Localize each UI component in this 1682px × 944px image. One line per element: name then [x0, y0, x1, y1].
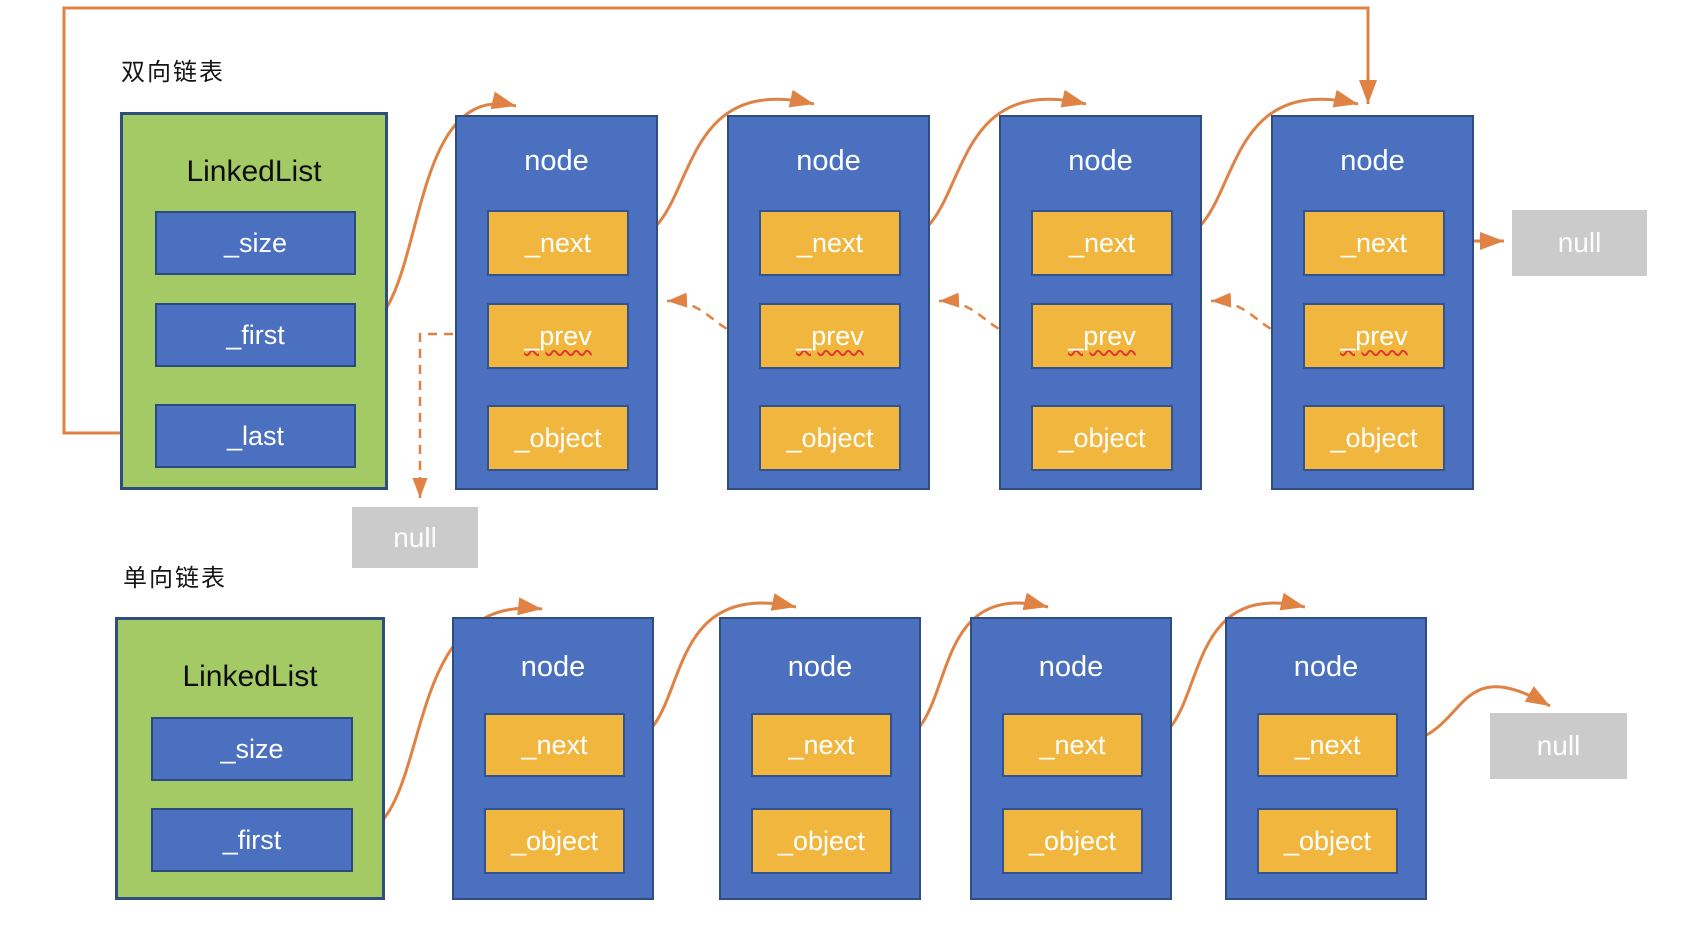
- field-object-label: _object: [1058, 422, 1146, 453]
- node-title: node: [1293, 651, 1359, 683]
- linkedlist-class-box: LinkedList _size _first: [115, 617, 385, 900]
- linkedlist-title: LinkedList: [182, 660, 318, 693]
- field-last: _last: [155, 404, 356, 468]
- field-next: _next: [759, 210, 901, 276]
- field-prev-label: _prev: [524, 320, 592, 351]
- field-next-label: _next: [524, 227, 592, 258]
- field-prev: _prev: [487, 303, 629, 369]
- field-object: _object: [1257, 808, 1398, 874]
- linkedlist-class-box: LinkedList _size _first _last: [120, 112, 388, 490]
- node-title: node: [524, 145, 589, 177]
- field-next: _next: [1031, 210, 1173, 276]
- field-object-label: _object: [786, 422, 874, 453]
- doubly-list-label: 双向链表: [121, 59, 225, 86]
- node-box: node _next _prev _object: [1271, 115, 1474, 490]
- null-box-prev: null: [352, 507, 478, 568]
- node-box: node _next _object: [719, 617, 921, 900]
- null-box-next: null: [1512, 210, 1647, 276]
- field-object-label: _object: [777, 825, 866, 856]
- field-object-label: _object: [514, 422, 602, 453]
- field-next-label: _next: [1039, 729, 1106, 760]
- field-prev: _prev: [1303, 303, 1445, 369]
- field-next-label: _next: [788, 729, 855, 760]
- field-prev-label: _prev: [796, 320, 864, 351]
- field-object: _object: [487, 405, 629, 471]
- field-first: _first: [151, 808, 353, 872]
- field-next-label: _next: [1294, 729, 1361, 760]
- field-next-label: _next: [1340, 227, 1408, 258]
- node-box: node _next _prev _object: [455, 115, 658, 490]
- node-title: node: [787, 651, 853, 683]
- field-first: _first: [155, 303, 356, 367]
- field-object-label: _object: [1283, 825, 1372, 856]
- field-object: _object: [1303, 405, 1445, 471]
- field-prev: _prev: [759, 303, 901, 369]
- field-object: _object: [1031, 405, 1173, 471]
- field-next: _next: [487, 210, 629, 276]
- node-title: node: [1068, 145, 1133, 177]
- node-box: node _next _object: [452, 617, 654, 900]
- field-object: _object: [751, 808, 892, 874]
- field-prev-label: _prev: [1068, 320, 1136, 351]
- node-title: node: [796, 145, 861, 177]
- field-size: _size: [151, 717, 353, 781]
- field-object-label: _object: [1028, 825, 1117, 856]
- node-title: node: [1340, 145, 1405, 177]
- field-object: _object: [484, 808, 625, 874]
- null-box-next: null: [1490, 713, 1627, 779]
- field-next-label: _next: [796, 227, 864, 258]
- field-object-label: _object: [510, 825, 599, 856]
- field-prev: _prev: [1031, 303, 1173, 369]
- node-box: node _next _object: [970, 617, 1172, 900]
- field-next: _next: [1257, 713, 1398, 777]
- field-next-label: _next: [521, 729, 588, 760]
- field-size: _size: [155, 211, 356, 275]
- field-next-label: _next: [1068, 227, 1136, 258]
- field-next: _next: [1002, 713, 1143, 777]
- node-box: node _next _prev _object: [727, 115, 930, 490]
- linkedlist-title: LinkedList: [186, 155, 322, 188]
- singly-list-label: 单向链表: [123, 565, 227, 592]
- field-next: _next: [1303, 210, 1445, 276]
- node-title: node: [520, 651, 586, 683]
- field-next: _next: [484, 713, 625, 777]
- node-box: node _next _prev _object: [999, 115, 1202, 490]
- field-object: _object: [759, 405, 901, 471]
- field-next: _next: [751, 713, 892, 777]
- node-title: node: [1038, 651, 1104, 683]
- node-box: node _next _object: [1225, 617, 1427, 900]
- field-object-label: _object: [1330, 422, 1418, 453]
- field-object: _object: [1002, 808, 1143, 874]
- field-prev-label: _prev: [1340, 320, 1408, 351]
